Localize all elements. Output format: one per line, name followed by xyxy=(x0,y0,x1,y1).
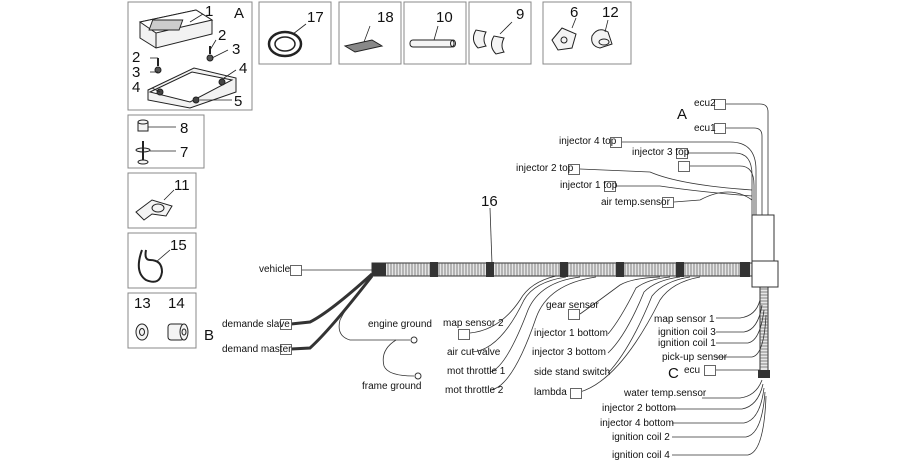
part-number-15: 15 xyxy=(170,237,187,254)
label-injector-2-bottom: injector 2 bottom xyxy=(602,403,676,414)
connector-letter-b: B xyxy=(204,327,215,344)
panel-bushes[interactable] xyxy=(127,292,197,349)
label-mot-throttle-2: mot throttle 2 xyxy=(445,385,504,396)
connector-letter-c: C xyxy=(668,365,679,382)
pad-drawing xyxy=(343,25,384,53)
label-air-temp-sensor: air temp.sensor xyxy=(601,197,670,208)
label-demand-master: demand master xyxy=(222,344,292,355)
label-lambda: lambda xyxy=(534,387,567,398)
label-map-sensor-1: map sensor 1 xyxy=(654,314,715,325)
part-number-washer-a: 4 xyxy=(239,60,248,77)
clip-9-drawing xyxy=(472,21,513,55)
panel-nut-screw[interactable] xyxy=(127,114,205,169)
label-ignition-coil-3: ignition coil 3 xyxy=(658,327,716,338)
main-harness-trunk xyxy=(371,262,753,277)
panel-ecu-assembly[interactable] xyxy=(127,1,253,111)
lower-harness-drop xyxy=(758,286,770,378)
panel-pad-18[interactable] xyxy=(338,1,402,65)
label-ecu2: ecu2 xyxy=(694,98,716,109)
label-ecu1: ecu1 xyxy=(694,123,716,134)
label-injector-3-top: injector 3 top xyxy=(632,147,690,158)
connector-letter-a: A xyxy=(677,106,688,123)
panel-clips-6-12[interactable] xyxy=(542,1,632,65)
panel-clamp-15[interactable] xyxy=(127,232,197,289)
panel-tube-10[interactable] xyxy=(403,1,467,65)
connector-box-lambda[interactable] xyxy=(570,388,582,399)
connector-box-ecu2[interactable] xyxy=(714,99,726,110)
part-number-7: 7 xyxy=(180,144,189,161)
clamp-15-drawing xyxy=(137,249,171,283)
label-injector-1-bottom: injector 1 bottom xyxy=(534,328,608,339)
wires xyxy=(290,103,769,456)
part-number-9: 9 xyxy=(516,6,525,23)
label-air-cut-valve: air cut valve xyxy=(447,347,501,358)
panel-grommet-17[interactable] xyxy=(258,1,332,65)
part-number-spacer-b: 3 xyxy=(132,64,141,81)
panel-clip-9[interactable] xyxy=(468,1,532,65)
part-number-17: 17 xyxy=(307,9,324,26)
connector-box-ecu-c[interactable] xyxy=(704,365,716,376)
part-number-14: 14 xyxy=(168,295,185,312)
part-number-13: 13 xyxy=(134,295,151,312)
part-number-18: 18 xyxy=(377,9,394,26)
junction-blocks xyxy=(751,214,779,288)
part-number-6: 6 xyxy=(570,4,579,21)
connector-box-ecu1[interactable] xyxy=(714,123,726,134)
label-injector-2-top: injector 2 top xyxy=(516,163,574,174)
ecu-leader-lines xyxy=(150,13,237,101)
terminal-rings xyxy=(410,336,422,380)
label-ecu: ecu xyxy=(684,365,701,376)
harness-number-16: 16 xyxy=(481,193,498,210)
label-injector-4-top: injector 4 top xyxy=(559,136,617,147)
label-injector-3-bottom: injector 3 bottom xyxy=(532,347,606,358)
bushes-drawing xyxy=(135,323,189,341)
label-vehicle: vehicle xyxy=(259,264,291,275)
grommet-drawing xyxy=(267,23,307,58)
label-pick-up-sensor: pick-up sensor xyxy=(662,352,728,363)
label-mot-throttle-1: mot throttle 1 xyxy=(447,366,506,377)
connector-box-demande-slave[interactable] xyxy=(280,319,292,330)
connector-box-inj2top[interactable] xyxy=(568,164,580,175)
part-number-bolt-a: 2 xyxy=(218,27,227,44)
label-ignition-coil-2: ignition coil 2 xyxy=(612,432,670,443)
part-number-10: 10 xyxy=(436,9,453,26)
connector-box-inj1top[interactable] xyxy=(604,181,616,192)
label-map-sensor-2: map sensor 2 xyxy=(443,318,504,329)
tube-drawing xyxy=(409,25,456,48)
label-side-stand-switch: side stand switch xyxy=(534,367,611,378)
label-injector-1-top: injector 1 top xyxy=(560,180,618,191)
part-number-ecu: 1 xyxy=(205,3,214,20)
label-ignition-coil-4: ignition coil 4 xyxy=(612,450,670,461)
label-water-temp-sensor: water temp.sensor xyxy=(624,388,707,399)
panel-clamp-11[interactable] xyxy=(127,172,197,229)
label-ignition-coil-1: ignition coil 1 xyxy=(658,338,716,349)
connector-box-vehicle[interactable] xyxy=(290,265,302,276)
clamp-11-drawing xyxy=(135,189,175,221)
connector-box-spare[interactable] xyxy=(678,161,690,172)
connector-box-inj4top[interactable] xyxy=(610,137,622,148)
ecu-module-drawing xyxy=(138,9,237,109)
label-frame-ground: frame ground xyxy=(362,381,422,392)
part-number-washer-b: 4 xyxy=(132,79,141,96)
part-number-bolt-b: 2 xyxy=(132,49,141,66)
clips-6-12-drawing xyxy=(551,17,613,51)
part-panels xyxy=(127,1,632,349)
part-number-8: 8 xyxy=(180,120,189,137)
connector-box-airtemp[interactable] xyxy=(662,197,674,208)
connector-box-inj3top[interactable] xyxy=(676,148,688,159)
connector-box-map2[interactable] xyxy=(458,329,470,340)
label-engine-ground: engine ground xyxy=(368,319,432,330)
connector-box-demand-master[interactable] xyxy=(280,344,292,355)
part-number-11: 11 xyxy=(174,177,190,194)
part-number-spacer-a: 3 xyxy=(232,41,241,58)
label-demande-slave: demande slave xyxy=(222,319,290,330)
connector-box-gear[interactable] xyxy=(568,309,580,320)
part-number-12: 12 xyxy=(602,4,619,21)
letter-a-parts: A xyxy=(234,5,245,22)
label-injector-4-bottom: injector 4 bottom xyxy=(600,418,674,429)
nut-screw-drawing xyxy=(135,119,176,165)
part-number-bracket: 5 xyxy=(234,93,243,110)
label-gear-sensor: gear sensor xyxy=(546,300,599,311)
